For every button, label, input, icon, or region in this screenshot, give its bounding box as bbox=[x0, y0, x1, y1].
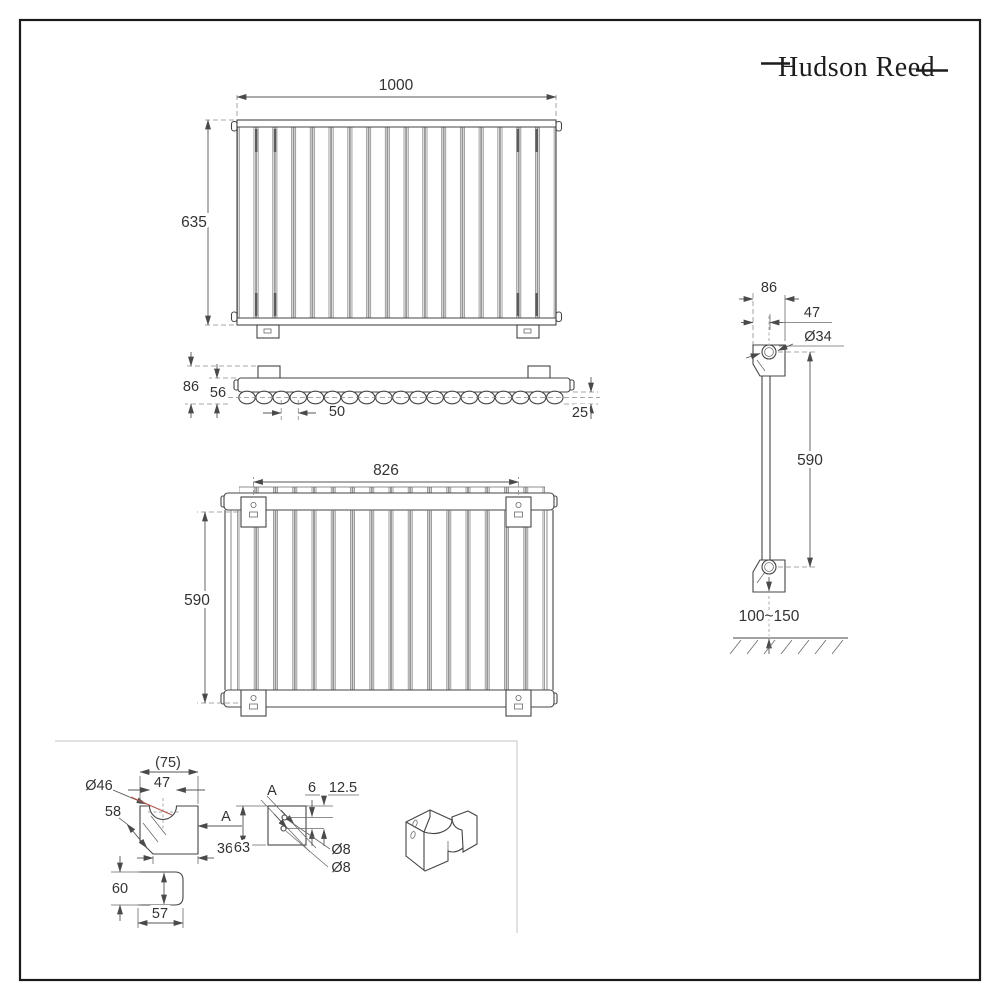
brand-logo: Hudson Reed bbox=[761, 52, 948, 83]
back-bottom-rail bbox=[223, 689, 555, 708]
dim-base-width: 36 bbox=[217, 841, 233, 857]
back-view: 826 590 bbox=[181, 462, 558, 717]
section-plate bbox=[267, 805, 307, 846]
radiator-panels-back bbox=[237, 510, 545, 690]
top-view: 86 56 50 25 bbox=[180, 352, 600, 424]
dim-side-hole-dia: Ø34 bbox=[804, 329, 831, 345]
wall-bracket-top bbox=[527, 365, 551, 380]
bracket-foot bbox=[516, 324, 540, 339]
bracket-hole-bottom bbox=[761, 559, 777, 575]
dim-front-height: 635 bbox=[181, 214, 207, 231]
dim-side-depth: 86 bbox=[761, 280, 777, 296]
dim-back-bracket-span: 826 bbox=[373, 462, 399, 479]
bracket-foot bbox=[256, 324, 280, 339]
panel-tabs bbox=[239, 487, 545, 493]
bracket-profile-outline bbox=[139, 805, 199, 855]
dim-top-pitch: 50 bbox=[329, 404, 345, 420]
dim-profile-width: 57 bbox=[152, 906, 168, 922]
foot-slot bbox=[263, 328, 272, 334]
logo-text: Hudson Reed bbox=[778, 52, 935, 83]
dim-top-panel-depth: 56 bbox=[210, 385, 226, 401]
section-detail: A 6 12.5 63 Ø8 Ø8 bbox=[231, 780, 359, 876]
valve-bump bbox=[555, 311, 563, 323]
bracket-details: Ø46 (75) 47 58 A 36 bbox=[55, 740, 518, 933]
hole-1 bbox=[281, 814, 288, 821]
dim-back-bracket-span-v: 590 bbox=[184, 592, 210, 609]
wall-bracket-back bbox=[505, 689, 532, 717]
wall-bracket-back bbox=[240, 689, 267, 717]
dim-notch-diameter: Ø46 bbox=[85, 778, 112, 794]
hole-2 bbox=[280, 825, 287, 832]
detail-box-border bbox=[55, 740, 518, 933]
dim-plate-height: 63 bbox=[234, 840, 250, 856]
bracket-hole-top bbox=[761, 344, 777, 360]
dim-hole-dia-1: Ø8 bbox=[331, 842, 350, 858]
valve-bump bbox=[230, 311, 238, 323]
iso-slot-1 bbox=[412, 819, 418, 828]
dim-notch-width: 47 bbox=[154, 775, 170, 791]
back-top-rail bbox=[223, 492, 555, 511]
foot-slot bbox=[523, 328, 532, 334]
wall-bracket-top bbox=[257, 365, 281, 380]
radiator-panels-front bbox=[237, 127, 556, 318]
isometric-bracket bbox=[405, 809, 478, 872]
diameter-leader-red bbox=[130, 796, 173, 816]
wall-bracket-back bbox=[505, 496, 532, 528]
iso-slot-2 bbox=[410, 831, 416, 839]
dim-top-depth: 86 bbox=[183, 379, 199, 395]
bracket-profile-detail: Ø46 (75) 47 58 A 36 bbox=[85, 755, 242, 864]
section-label-a: A bbox=[221, 809, 231, 825]
dim-front-width: 1000 bbox=[379, 77, 414, 94]
dim-profile-height: 60 bbox=[112, 881, 128, 897]
ground-hatch bbox=[729, 637, 848, 655]
valve-bump bbox=[555, 120, 563, 132]
dim-overall-width: (75) bbox=[155, 755, 181, 771]
dim-hole-spacing: 6 bbox=[308, 780, 316, 796]
radiator-top-rail bbox=[237, 377, 571, 393]
side-bracket-bottom bbox=[752, 559, 786, 593]
dim-slot-width: 58 bbox=[105, 804, 121, 820]
u-profile-detail: 60 57 bbox=[109, 856, 184, 928]
dim-side-bracket-span-v: 590 bbox=[797, 452, 823, 469]
u-profile-outline bbox=[138, 871, 184, 906]
dim-hole-dia-2: Ø8 bbox=[331, 860, 350, 876]
valve-bump bbox=[230, 120, 238, 132]
side-view: 86 47 Ø34 590 100~150 bbox=[729, 280, 848, 655]
dim-hole-offset: 12.5 bbox=[329, 780, 357, 796]
section-label-a2: A bbox=[267, 783, 277, 799]
dim-side-offset: 47 bbox=[804, 305, 820, 321]
dim-floor-clearance: 100~150 bbox=[739, 608, 800, 625]
dim-top-column-depth: 25 bbox=[572, 405, 588, 421]
wall-bracket-back bbox=[240, 496, 267, 528]
front-view: 1000 635 bbox=[178, 77, 563, 339]
